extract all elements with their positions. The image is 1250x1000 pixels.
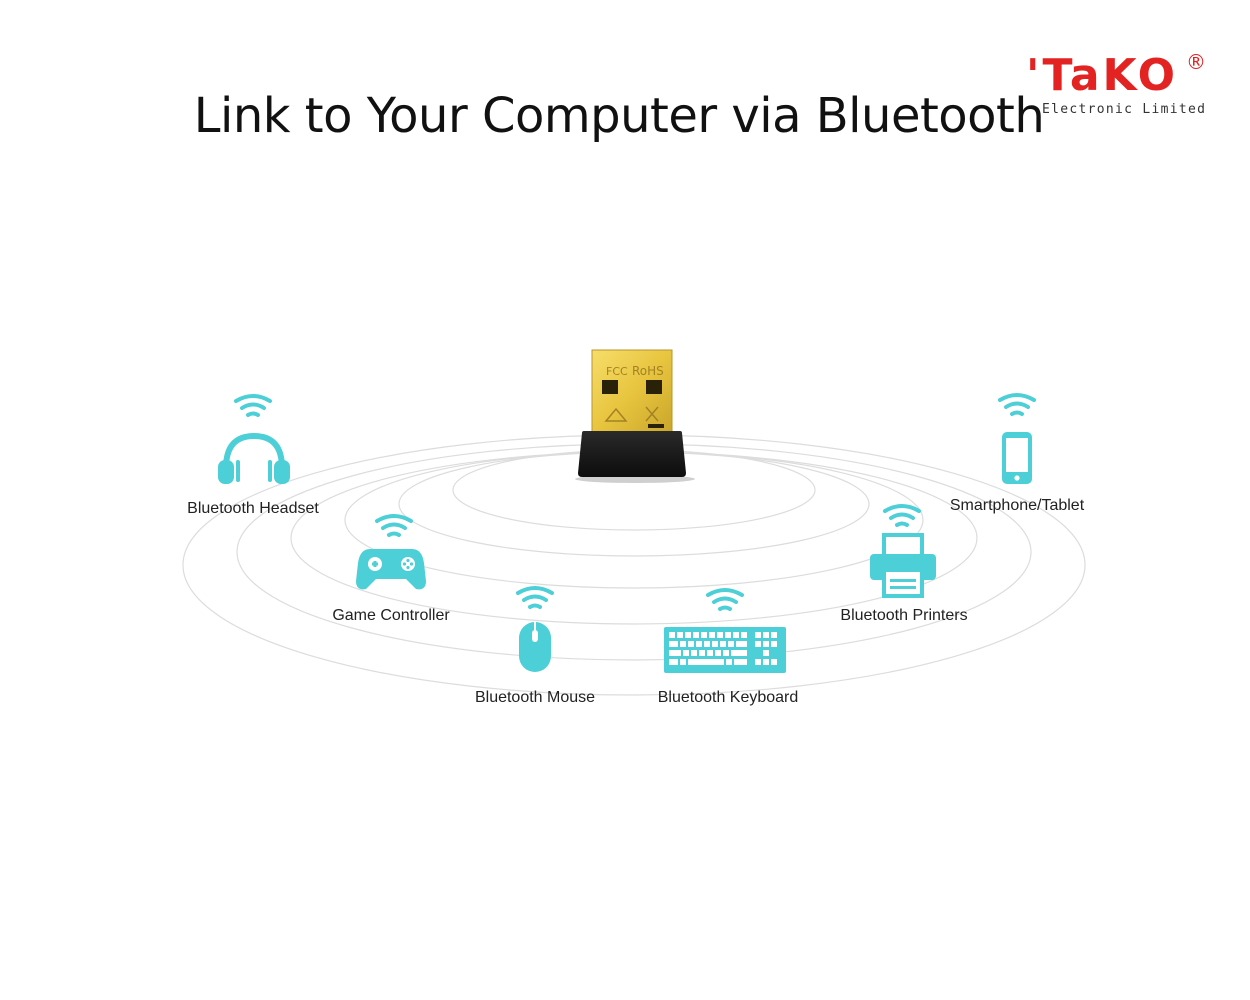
page-title: Link to Your Computer via Bluetooth bbox=[193, 88, 1045, 144]
adapter-fcc-mark: FCC bbox=[606, 365, 628, 378]
wifi-signal-icon bbox=[706, 588, 744, 611]
adapter-rohs-mark: RoHS bbox=[632, 364, 664, 378]
printer-icon bbox=[870, 533, 936, 598]
wifi-signal-icon bbox=[234, 394, 272, 417]
mouse-icon bbox=[519, 622, 551, 672]
brand-logo: 'TaKO ® Electronic Limited bbox=[1026, 50, 1216, 125]
wifi-signal-icon bbox=[883, 504, 921, 527]
device-label-headset: Bluetooth Headset bbox=[187, 500, 319, 517]
keyboard-icon bbox=[664, 627, 786, 673]
bluetooth-usb-adapter: FCC RoHS bbox=[575, 349, 695, 483]
device-label-game-controller: Game Controller bbox=[332, 607, 450, 624]
device-label-keyboard: Bluetooth Keyboard bbox=[657, 689, 799, 706]
device-label-smartphone: Smartphone/Tablet bbox=[949, 497, 1085, 514]
registered-mark: ® bbox=[1186, 50, 1206, 74]
wifi-signal-icon bbox=[998, 393, 1036, 416]
smartphone-icon bbox=[1002, 432, 1032, 484]
logo-subtitle: Electronic Limited bbox=[1042, 102, 1207, 117]
logo-wordmark: 'TaKO bbox=[1026, 50, 1179, 101]
gamepad-icon bbox=[356, 549, 426, 590]
wifi-signal-icon bbox=[375, 514, 413, 537]
device-label-printer: Bluetooth Printers bbox=[840, 607, 968, 624]
device-label-mouse: Bluetooth Mouse bbox=[474, 689, 596, 706]
wifi-signal-icon bbox=[516, 586, 554, 609]
headset-icon bbox=[218, 432, 290, 484]
